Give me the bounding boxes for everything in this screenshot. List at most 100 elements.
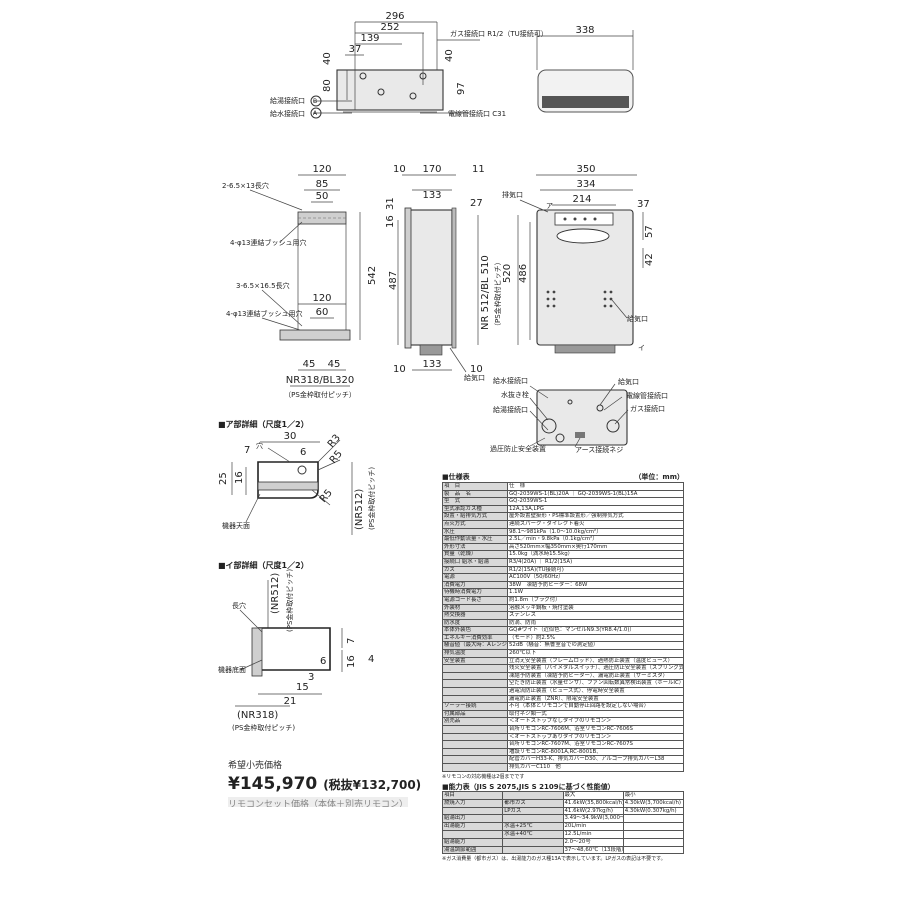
spec-value: 台所リモコンRC-7607M、浴室リモコンRC-7607S — [507, 740, 684, 749]
spec-row: 台所リモコンRC-7607M、浴室リモコンRC-7607S — [442, 740, 684, 749]
spec-value: 15.0kg（満水時15.5kg） — [507, 550, 684, 559]
bottom-view-body — [536, 389, 628, 446]
spec-value: 取付ネジ類一式 — [507, 709, 684, 719]
capacity-cell: 燃焼入力 — [441, 798, 504, 808]
pitch-i: (NR512) — [270, 573, 281, 614]
capacity-cell: 41.6kW(35,800kcal/h) — [562, 798, 624, 808]
label-hot-connection: 給湯接続口 — [270, 96, 305, 105]
spec-key: 熱交換器 — [442, 611, 508, 620]
spec-row: 防水度防滴、防雨 — [442, 618, 684, 628]
spec-row: 点火方式連続スパーク・ダイレクト着火 — [442, 519, 684, 529]
spec-key: 質量（乾燥） — [442, 550, 508, 559]
pitch-nr512-bl510: NR 512/BL 510 — [480, 255, 491, 330]
mark-a: A — [313, 110, 318, 117]
label-a-hole: 穴 — [256, 441, 263, 450]
spec-row: 質量（乾燥）15.0kg（満水時15.5kg） — [442, 550, 684, 559]
spec-value: 12A,13A,LPG — [507, 504, 684, 514]
capacity-cell: 都市ガス — [502, 798, 564, 808]
label-exhaust: 排気口 — [502, 190, 523, 199]
hot-outlet-circle — [359, 72, 367, 80]
spec-value: 増設リモコンRC-8001A,RC-8001B、 — [507, 747, 684, 757]
label-water-connection: 給水接続口 — [270, 109, 305, 118]
spec-row: 外装材溶融メッキ鋼板・焼付塗装 — [442, 603, 684, 613]
price-value: ¥145,970 — [228, 774, 318, 794]
capacity-cell: 20L/min — [562, 822, 624, 831]
spec-value: 漏電防止装置（ZNR）、限電安全装置 — [507, 694, 684, 704]
dim-a-30: 30 — [284, 431, 297, 442]
spec-key: ソーラー接続 — [442, 702, 508, 711]
side-view: 10 170 11 133 27 31 16 487 NR 512/BL 510… — [385, 164, 502, 382]
capacity-cell: 水温+40℃ — [502, 829, 564, 839]
pitch-a-note: (PS金枠取付ピッチ) — [367, 467, 376, 530]
label-bottom-elec: 電線管接続口 — [626, 391, 668, 400]
dim-45-left: 45 — [303, 359, 316, 370]
gas-inlet-circle — [419, 72, 427, 80]
spec-row: 熱交換器ステンレス — [442, 611, 684, 620]
capacity-note: ※ガス消費量（都市ガス）は、出湯能力のガス種13Aで表示しています。LPガスの表… — [442, 856, 666, 863]
spec-row: 騒音値（最大時：Aレンジ）52dB（騒音：無響室音での測定値） — [442, 641, 684, 651]
spec-value: 立消え安全装置（フレームロッド）、過熱防止装置（温度ヒューズ） — [507, 656, 684, 666]
spec-value: 防滴、防雨 — [507, 618, 684, 628]
dim-27: 27 — [470, 198, 483, 209]
spec-row: 項 目仕 様 — [442, 482, 684, 491]
capacity-cell: 最大 — [562, 791, 624, 800]
label-bush-top: 4-φ13連結ブッシュ用穴 — [230, 238, 307, 247]
capacity-cell — [502, 837, 564, 847]
detail-i-title: ■イ部詳細（尺度1／2） — [218, 560, 309, 570]
capacity-cell: 最小 — [622, 791, 685, 800]
dim-97: 97 — [456, 82, 467, 95]
dim-133-top: 133 — [422, 190, 441, 201]
dim-334: 334 — [576, 179, 595, 190]
marker-a: ア — [546, 202, 553, 210]
dim-40-right: 40 — [444, 49, 455, 62]
spec-row: 電源コード長さ約1.8m（プラグ付） — [442, 595, 684, 605]
spec-key: 電源 — [442, 573, 508, 582]
side-view-body — [409, 209, 453, 346]
dim-a-r5: R5 — [328, 449, 345, 466]
dim-10-right: 10 — [470, 364, 483, 375]
capacity-cell — [622, 814, 685, 824]
dim-133-bottom: 133 — [422, 359, 441, 370]
capacity-table-block: ■能力表（JIS S 2075,JIS S 2109に基づく性能値） 項目最大最… — [441, 782, 685, 863]
capacity-cell: 37〜48,60℃（13段階） — [562, 845, 624, 855]
spec-key: 水圧 — [442, 527, 508, 537]
spec-value: 台所リモコンRC-7606M、浴室リモコンRC-7606S — [507, 725, 684, 734]
price-tax: (税抜¥132,700) — [323, 778, 422, 792]
capacity-row: 項目 最大最小 — [441, 791, 685, 800]
side-pipes — [419, 344, 443, 356]
spec-row: ソーラー接続不可（本体とリモコンで自動停止回路を設定しない場合） — [442, 702, 684, 711]
spec-key — [442, 664, 508, 673]
spec-key: 騒音値（最大時：Aレンジ） — [442, 641, 508, 651]
spec-value: R3/4(20A) ｜ R1/2(15A) — [507, 557, 684, 567]
capacity-cell — [502, 814, 564, 824]
label-bottom-water: 給水接続口 — [493, 376, 528, 385]
left-view: 120 85 50 2-6.5×13長穴 4-φ13連結ブッシュ用穴 542 1… — [222, 164, 378, 399]
dim-a-r5b: R5 — [318, 488, 335, 505]
spec-key: 外装材 — [442, 603, 508, 613]
dim-i-21: 21 — [284, 696, 297, 707]
capacity-cell — [441, 829, 504, 839]
label-a-top: 機器天面 — [222, 521, 250, 530]
dim-40-left: 40 — [322, 52, 333, 65]
spec-value: 38W 凍結予防ヒーター：68W — [507, 580, 684, 590]
spec-key: 付属部品 — [442, 709, 508, 719]
spec-row: 過電流防止装置（ヒューズ式）、停電時安全装置 — [442, 687, 684, 696]
dim-120-bottom: 120 — [312, 293, 331, 304]
capacity-cell: 4.30kW(0.307kg/h) — [622, 806, 685, 816]
dim-37-front: 37 — [637, 199, 650, 210]
spec-note: ※リモコンの対応機種は2個までです — [442, 773, 525, 780]
dim-214: 214 — [572, 194, 591, 205]
capacity-cell: 項目 — [441, 791, 504, 800]
spec-row: 凍結予防装置（凍結予防ヒーター）、漏電防止装置（サーミスタ） — [442, 671, 684, 681]
dim-170: 170 — [422, 164, 441, 175]
price-box: 希望小売価格 ¥145,970 (税抜¥132,700) リモコンセット価格（本… — [228, 758, 428, 807]
spec-value: 過電流防止装置（ヒューズ式）、停電時安全装置 — [507, 687, 684, 696]
